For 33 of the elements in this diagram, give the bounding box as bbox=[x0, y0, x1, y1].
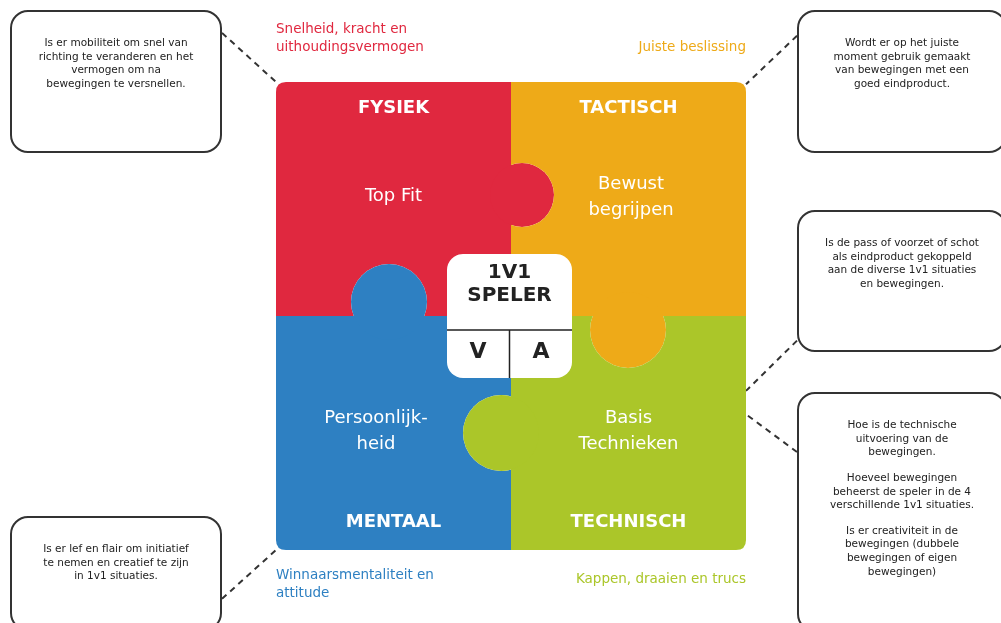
category-title: TECHNISCH bbox=[569, 510, 688, 531]
category-title: MENTAAL bbox=[344, 510, 443, 531]
callout-text: Is er mobiliteit om snel van richting te veranderen en het vermogen om na bewegingen te versnellen. bbox=[38, 36, 194, 91]
callout-text: Hoeveel bewegingen beheerst de speler in de 4 verschillende 1v1 situaties. bbox=[829, 470, 975, 512]
category-subtitle: Snelheid, kracht en uithoudingsvermogen bbox=[276, 20, 425, 56]
piece-label: Persoonlijk- heid bbox=[323, 405, 429, 456]
category-subtitle: Winnaarsmentaliteit en attitude bbox=[276, 566, 435, 602]
callout-text: Hoe is de technische uitvoering van de bewegingen. bbox=[846, 418, 958, 459]
category-subtitle: Kappen, draaien en trucs bbox=[574, 570, 746, 588]
callout-text: Is de pass of voorzet of schot als eindproduct gekoppeld aan de diverse 1v1 situaties en bewegingen. bbox=[825, 236, 979, 291]
leader-line bbox=[745, 34, 798, 86]
callout-box bbox=[797, 392, 1001, 623]
category-title: TACTISCH bbox=[578, 96, 679, 117]
center-letter: V bbox=[468, 337, 488, 365]
category-title: FYSIEK bbox=[356, 96, 431, 117]
leader-line bbox=[221, 549, 277, 600]
piece-label: Top Fit bbox=[363, 183, 424, 207]
center-title: 1V1 SPELER bbox=[466, 260, 553, 306]
callout-box bbox=[10, 516, 222, 623]
leader-line bbox=[221, 31, 277, 83]
category-subtitle: Juiste beslissing bbox=[636, 38, 746, 56]
center-card bbox=[447, 254, 572, 378]
callout-text: Is er creativiteit in de bewegingen (dubbele bewegingen of eigen bewegingen) bbox=[843, 523, 961, 579]
leader-line bbox=[745, 413, 798, 453]
callout-box bbox=[797, 10, 1001, 153]
leader-line bbox=[745, 339, 798, 392]
piece-label: Basis Technieken bbox=[577, 405, 680, 456]
center-letter: A bbox=[531, 337, 551, 365]
callout-box bbox=[797, 210, 1001, 352]
piece-label: Bewust begrijpen bbox=[587, 171, 675, 222]
callout-text: Is er lef en flair om initiatief te nemen en creatief te zijn in 1v1 situaties. bbox=[42, 542, 190, 583]
callout-text: Wordt er op het juiste moment gebruik gemaakt van bewegingen met een goed eindproduct. bbox=[832, 36, 972, 91]
callout-box bbox=[10, 10, 222, 153]
